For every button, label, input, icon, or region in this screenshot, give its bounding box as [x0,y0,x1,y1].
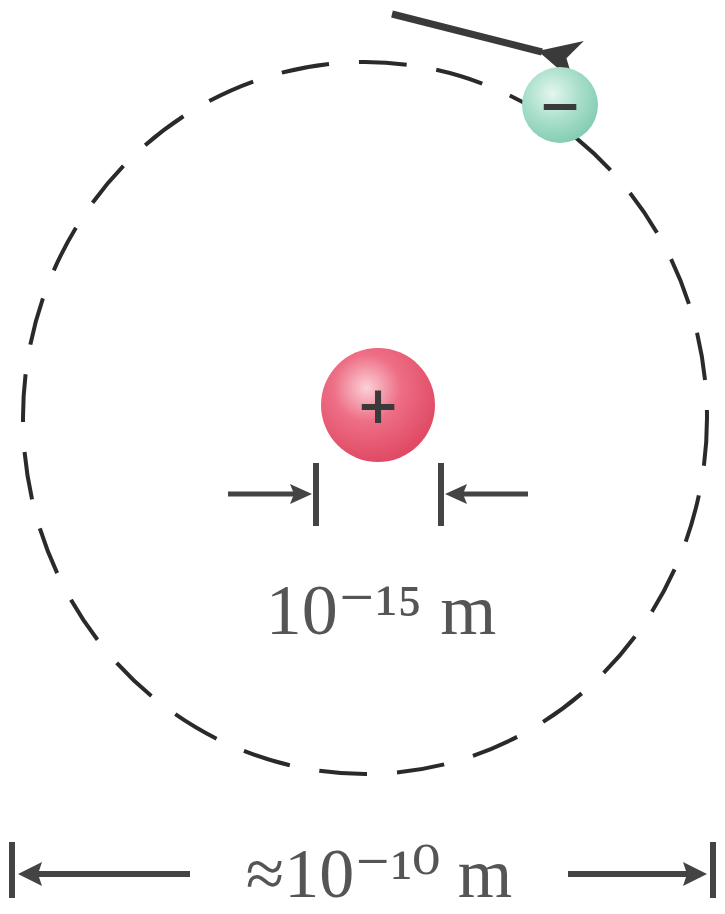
nucleus-circle: + [321,348,435,462]
nucleus-dimension [228,463,528,526]
nucleus-circle-fill [321,348,435,462]
electron-circle-fill [522,67,598,143]
charge-sign: + [356,379,400,431]
electron-circle: − [522,67,598,143]
charge-sign: − [538,79,582,131]
orbit-path [23,62,707,774]
nucleus-size-label: 10⁻¹⁵ m [266,574,497,646]
atom-size-label: ≈10⁻¹⁰ m [246,839,512,909]
motion-arrow [392,14,542,52]
